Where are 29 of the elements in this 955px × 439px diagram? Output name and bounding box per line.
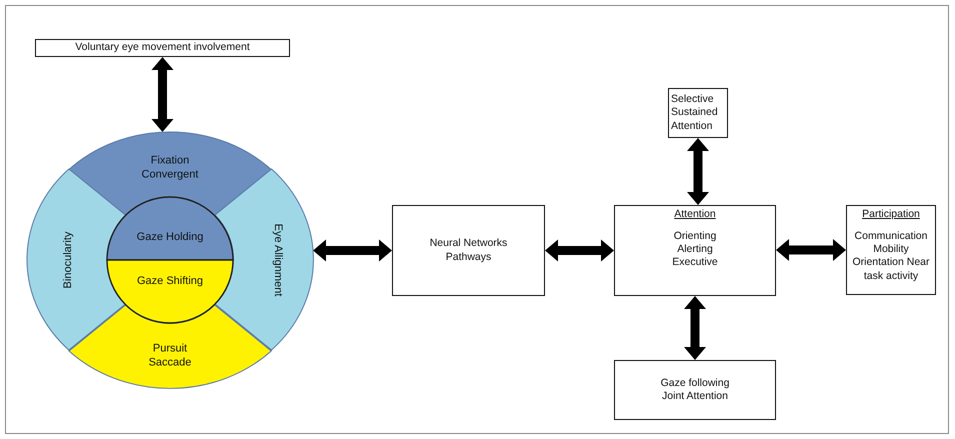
text-box [392,205,545,296]
box-heading: Attention [674,208,716,222]
double-arrow [545,240,614,262]
segment-label: Binocularity [62,230,76,290]
double-arrow [684,296,706,360]
segment-label: Gaze Shifting [136,275,204,289]
wheel-diagram [27,132,313,388]
box-text: Communication Mobility Orientation Near task activity [851,230,931,283]
box-text: Selective Sustained Attention [671,93,719,133]
ring-segment [27,169,126,350]
text-box [614,360,776,420]
segment-label: Eye Allignment [270,222,284,298]
double-arrow [152,57,174,132]
segment-label: Fixation Convergent [140,154,200,182]
box-heading: Participation [862,208,920,222]
text-box [614,205,776,296]
box-text: Voluntary eye movement involvement [75,41,250,55]
box-text: Gaze following Joint Attention [660,376,730,404]
double-arrow [687,138,709,205]
box-text: Orienting Alerting Executive [671,230,719,270]
ring-segment [214,169,313,350]
segment-label: Pursuit Saccade [148,342,192,370]
double-arrow [776,239,846,261]
double-arrow [313,240,392,262]
box-text: Neural Networks Pathways [428,237,508,264]
text-box [846,205,936,295]
text-box [668,88,728,138]
segment-label: Gaze Holding [136,231,204,245]
text-box [35,39,290,57]
